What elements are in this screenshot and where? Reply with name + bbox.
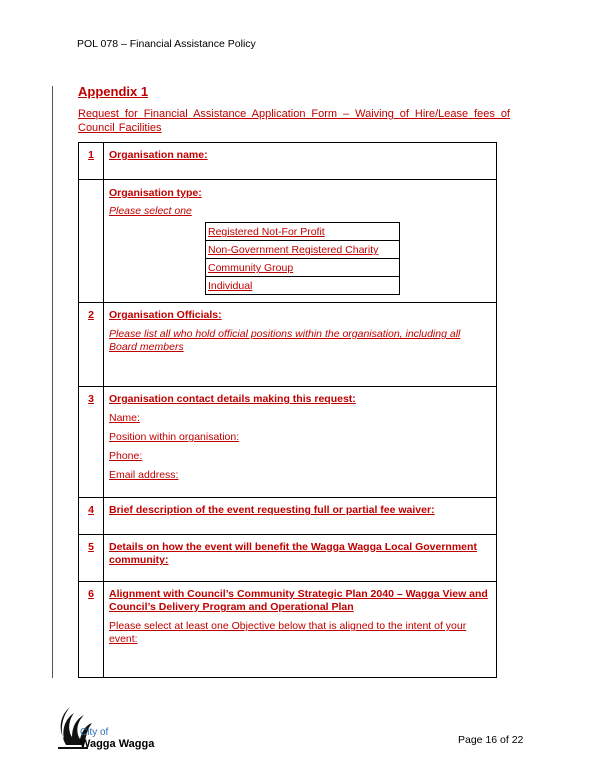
row-number: 5 [78, 534, 104, 582]
strategic-alignment-note: Please select at least one Objective bel… [109, 620, 467, 645]
organisation-name-cell[interactable]: Organisation name: [103, 142, 497, 180]
event-benefit-cell[interactable]: Details on how the event will benefit th… [103, 534, 497, 582]
row-number: 1 [78, 142, 104, 180]
option-registered-not-for-profit[interactable]: Registered Not-For Profit [205, 222, 400, 241]
contact-name-field[interactable]: Name: [109, 412, 140, 424]
strategic-alignment-cell[interactable]: Alignment with Council’s Community Strat… [103, 581, 497, 678]
row-number: 2 [78, 302, 104, 387]
organisation-type-hint: Please select one [109, 205, 192, 217]
form-row-4: 4 Brief description of the event request… [78, 497, 497, 535]
logo-city-text: City of [80, 727, 109, 738]
form-row-6: 6 Alignment with Council’s Community Str… [78, 581, 497, 678]
logo-wagga-text: Wagga Wagga [80, 738, 155, 750]
row-number: 6 [78, 581, 104, 678]
appendix-heading: Appendix 1 [78, 84, 149, 99]
row-number: 4 [78, 497, 104, 535]
row-number: 3 [78, 386, 104, 498]
council-logo-icon [58, 707, 92, 749]
contact-position-field[interactable]: Position within organisation: [109, 431, 240, 443]
form-row-1: 1 Organisation name: [78, 142, 497, 180]
form-row-2: 2 Organisation Officials: Please list al… [78, 302, 497, 387]
organisation-officials-cell[interactable]: Organisation Officials: Please list all … [103, 302, 497, 387]
page-number: Page 16 of 22 [458, 734, 524, 746]
organisation-name-label: Organisation name: [109, 149, 208, 161]
strategic-alignment-label: Alignment with Council’s Community Strat… [109, 588, 488, 613]
document-header: POL 078 – Financial Assistance Policy [77, 38, 256, 50]
organisation-type-options: Registered Not-For Profit Non-Government… [205, 222, 400, 295]
organisation-officials-label: Organisation Officials: [109, 309, 222, 321]
form-row-5: 5 Details on how the event will benefit … [78, 534, 497, 582]
contact-details-label: Organisation contact details making this… [109, 393, 356, 405]
option-individual[interactable]: Individual [205, 276, 400, 295]
event-description-label: Brief description of the event requestin… [109, 504, 435, 516]
event-benefit-label: Details on how the event will benefit th… [109, 541, 477, 566]
form-row-type: Organisation type: Please select one Reg… [78, 179, 497, 303]
organisation-type-label: Organisation type: [109, 187, 202, 199]
form-row-3: 3 Organisation contact details making th… [78, 386, 497, 498]
organisation-type-cell: Organisation type: Please select one Reg… [103, 179, 497, 303]
application-form-table: 1 Organisation name: Organisation type: … [78, 142, 497, 678]
option-community-group[interactable]: Community Group [205, 258, 400, 277]
organisation-officials-hint: Please list all who hold official positi… [109, 328, 461, 353]
event-description-cell[interactable]: Brief description of the event requestin… [103, 497, 497, 535]
margin-bar [52, 86, 53, 678]
contact-details-cell[interactable]: Organisation contact details making this… [103, 386, 497, 498]
form-title: Request for Financial Assistance Applica… [78, 108, 510, 134]
contact-phone-field[interactable]: Phone: [109, 450, 143, 462]
option-registered-charity[interactable]: Non-Government Registered Charity [205, 240, 400, 259]
contact-email-field[interactable]: Email address: [109, 469, 179, 481]
